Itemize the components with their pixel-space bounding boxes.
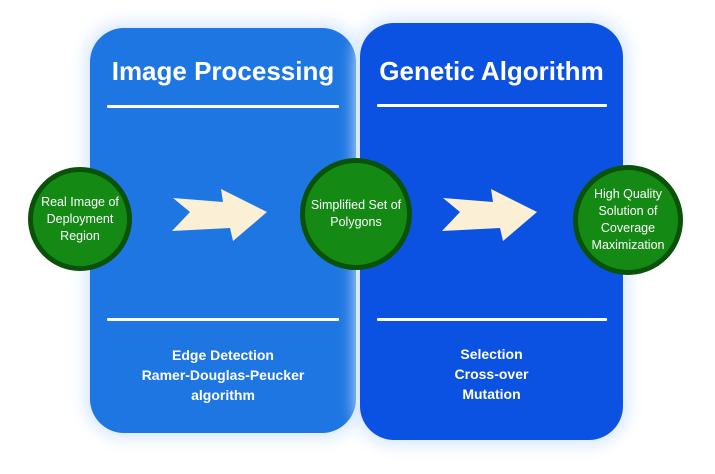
node-text-line: Simplified Set of (310, 198, 402, 212)
node-text-line: Deployment (46, 211, 114, 226)
node-text-line: Coverage (600, 221, 656, 235)
node-real-image-of-deployment-region: Real Image of Deployment Region (28, 167, 132, 271)
flow-arrow-icon (171, 188, 268, 248)
node-text: Real Image of Deployment Region (41, 194, 119, 245)
panel-footer-genetic-algorithm: Selection Cross-over Mutation (360, 344, 623, 404)
node-high-quality-solution: High Quality Solution of Coverage Maximi… (573, 165, 683, 275)
node-text-line: High Quality (593, 187, 663, 201)
node-simplified-set-of-polygons: Simplified Set of Polygons (300, 158, 412, 270)
footer-divider (376, 318, 607, 321)
title-underline (376, 104, 607, 107)
panel-title-genetic-algorithm: Genetic Algorithm (379, 56, 604, 86)
panel-title-image-processing: Image Processing (111, 56, 335, 86)
node-text-line: Polygons (330, 215, 382, 229)
flow-arrow-icon (441, 188, 538, 248)
footer-line: Cross-over (454, 366, 529, 382)
node-text-line: Real Image of (41, 194, 119, 209)
node-text-line: Region (60, 228, 100, 243)
footer-line: Edge Detection (172, 347, 274, 363)
footer-divider (107, 318, 339, 321)
footer-line: Mutation (462, 386, 521, 402)
footer-line: Selection (460, 346, 523, 362)
footer-line: algorithm (191, 387, 255, 403)
footer-line: Ramer-Douglas-Peucker (141, 367, 305, 383)
node-text-line: Solution of (598, 204, 658, 218)
title-underline (107, 105, 339, 108)
node-text: Simplified Set of Polygons (311, 197, 401, 231)
node-text-line: Maximization (591, 238, 665, 252)
panel-footer-image-processing: Edge Detection Ramer-Douglas-Peucker alg… (90, 345, 356, 405)
node-text: High Quality Solution of Coverage Maximi… (592, 186, 665, 254)
